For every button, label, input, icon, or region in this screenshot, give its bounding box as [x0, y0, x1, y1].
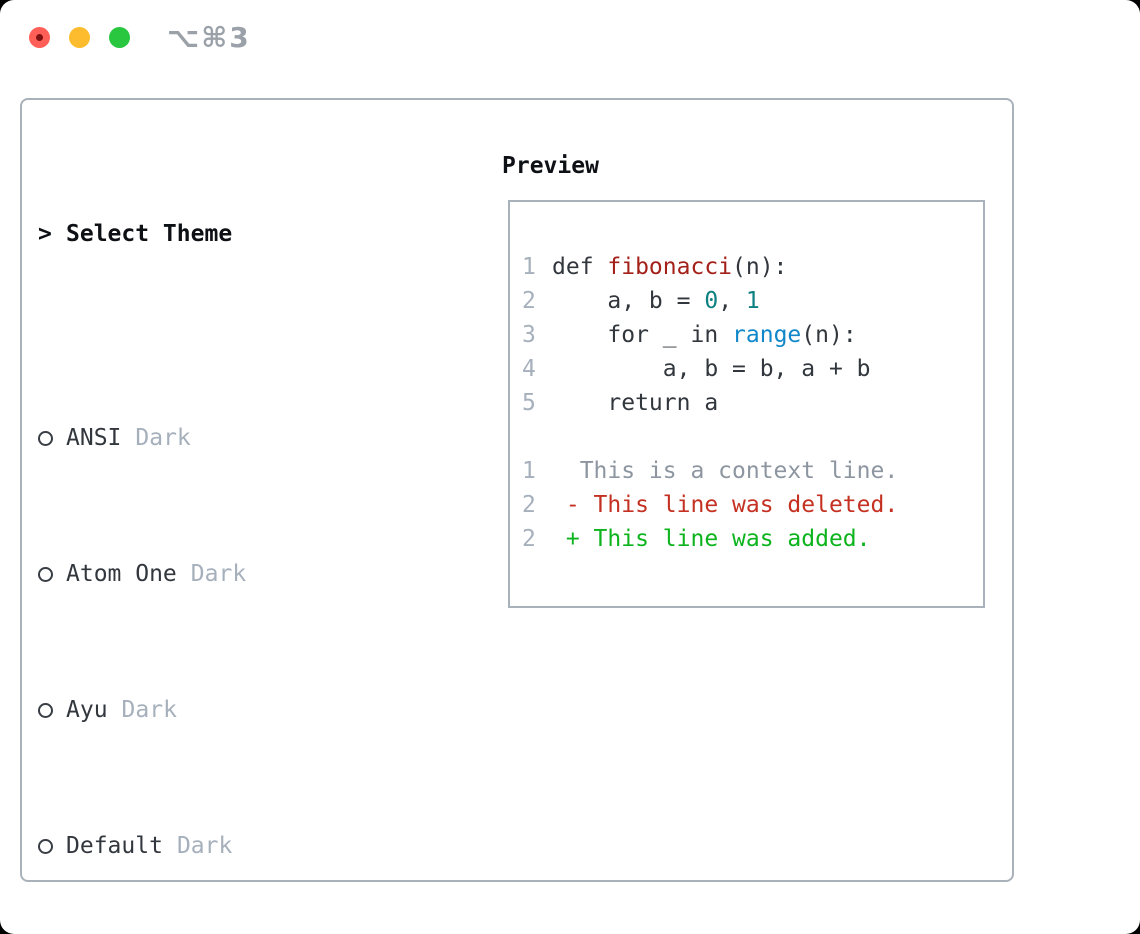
theme-tag: Dark	[190, 561, 247, 587]
close-button[interactable]	[29, 27, 50, 48]
zoom-button[interactable]	[109, 27, 130, 48]
radio-icon	[38, 431, 53, 446]
preview-code-line: 2 - This line was deleted.	[522, 488, 977, 522]
bullet-cell	[38, 557, 66, 591]
theme-option[interactable]: Ayu Dark	[38, 693, 426, 727]
window-shortcut-label: ⌥⌘3	[167, 21, 251, 54]
theme-name: Ayu	[66, 697, 108, 723]
line-number: 5	[522, 390, 536, 416]
code-token	[552, 322, 607, 348]
preview-code-line: 1 def fibonacci(n):	[522, 250, 977, 284]
theme-tag: Dark	[176, 833, 233, 859]
line-number: 2	[522, 526, 536, 552]
preview-code-line: 2 a, b = 0, 1	[522, 284, 977, 318]
code-token: in	[690, 322, 719, 348]
radio-icon	[38, 567, 53, 582]
code-token: a, b = b, a + b	[552, 356, 871, 382]
preview-code-line	[522, 420, 977, 454]
preview-code-line: 2 + This line was added.	[522, 522, 977, 556]
code-token: fibonacci	[607, 254, 733, 280]
preview-code-line: 1 This is a context line.	[522, 454, 977, 488]
line-number: 2	[522, 288, 536, 314]
code-token: 0	[704, 288, 719, 314]
theme-tag: Dark	[121, 697, 177, 723]
line-number: 2	[522, 492, 536, 518]
code-token: def	[552, 254, 608, 280]
select-theme-title: Select Theme	[66, 221, 233, 247]
line-number: 3	[522, 322, 536, 348]
theme-name: Atom One	[66, 561, 177, 587]
minimize-button[interactable]	[69, 27, 90, 48]
theme-name: Default	[66, 833, 163, 859]
line-number: 1	[522, 254, 536, 280]
code-token: return	[607, 390, 691, 416]
code-token	[552, 390, 607, 416]
radio-icon	[38, 703, 53, 718]
select-theme-prompt: > Select Theme	[38, 217, 426, 251]
code-token: 1	[745, 288, 760, 314]
code-token: ,	[718, 288, 746, 314]
line-number: 1	[522, 458, 536, 484]
theme-option[interactable]: ANSI Dark	[38, 421, 426, 455]
code-token: range	[732, 322, 802, 348]
preview-code-line: 4 a, b = b, a + b	[522, 352, 977, 386]
code-token: (n):	[732, 254, 788, 280]
code-token	[718, 322, 732, 348]
code-token: for	[607, 322, 649, 348]
radio-icon	[38, 839, 53, 854]
code-token: - This line was deleted.	[552, 492, 899, 518]
theme-tag: Dark	[135, 425, 191, 451]
code-token: a	[690, 390, 719, 416]
traffic-lights	[29, 27, 130, 48]
preview-code-line: 5 return a	[522, 386, 977, 420]
code-token: a, b =	[552, 288, 705, 314]
bullet-cell	[38, 693, 66, 727]
theme-option[interactable]: Default Dark	[38, 829, 426, 863]
preview-title: Preview	[502, 153, 599, 179]
bullet-cell	[38, 829, 66, 863]
bullet-cell	[38, 421, 66, 455]
theme-option[interactable]: Atom One Dark	[38, 557, 426, 591]
code-token: (n):	[801, 322, 857, 348]
code-token: This is a context line.	[552, 458, 899, 484]
line-number: 4	[522, 356, 536, 382]
titlebar: ⌥⌘3	[0, 0, 1140, 75]
prompt-caret-icon: >	[38, 221, 52, 247]
code-token: _	[648, 322, 691, 348]
preview-code-line: 3 for _ in range(n):	[522, 318, 977, 352]
theme-name: ANSI	[66, 425, 122, 451]
code-token: + This line was added.	[552, 526, 871, 552]
